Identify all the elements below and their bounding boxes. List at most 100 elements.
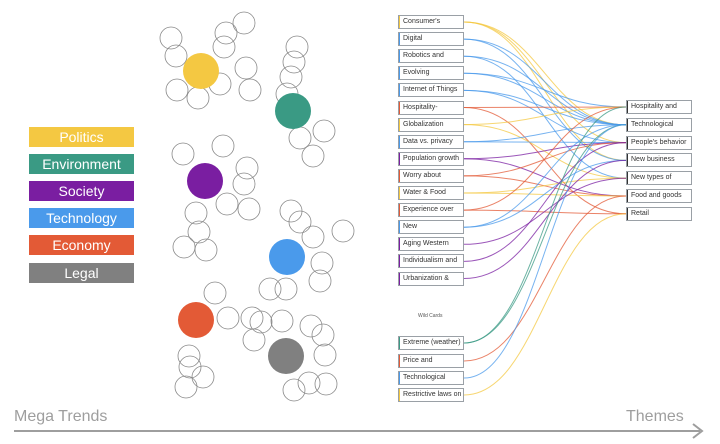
category-circle — [187, 163, 223, 199]
link-line — [463, 158, 627, 197]
category-circle — [269, 239, 305, 275]
trend-circle — [234, 56, 258, 80]
link-line — [463, 38, 627, 161]
trend-box[interactable]: Evolving — [398, 66, 464, 81]
trend-box[interactable]: Experience over — [398, 203, 464, 218]
trend-circle — [187, 220, 211, 244]
link-line — [463, 177, 627, 194]
category-circle — [183, 53, 219, 89]
link-line — [463, 177, 627, 245]
theme-box[interactable]: Retail — [626, 206, 692, 221]
trend-circle — [211, 134, 235, 158]
link-line — [463, 106, 627, 344]
trend-circle — [232, 11, 256, 35]
link-line — [463, 124, 627, 143]
trend-circle — [288, 126, 312, 150]
link-line — [463, 38, 627, 126]
trend-circle — [191, 365, 215, 389]
trend-circle — [299, 314, 323, 338]
legend-legal: Legal — [29, 263, 134, 283]
trend-circle — [282, 50, 306, 74]
link-line — [463, 106, 627, 126]
trend-circle — [240, 306, 264, 330]
link-line — [463, 213, 627, 396]
trend-circle — [242, 328, 266, 352]
category-circle — [268, 338, 304, 374]
category-circle — [178, 302, 214, 338]
trend-circle — [212, 35, 236, 59]
trend-box[interactable]: New — [398, 220, 464, 235]
trend-box[interactable]: Aging Western — [398, 237, 464, 252]
trend-circle — [279, 199, 303, 223]
trend-circle — [164, 44, 188, 68]
cluster-politics — [159, 11, 262, 110]
wild-card-box[interactable]: Extreme (weather) — [398, 336, 464, 350]
trend-box[interactable]: Worry about — [398, 168, 464, 183]
trend-circle — [184, 201, 208, 225]
legend-society: Society — [29, 181, 134, 201]
trend-circle — [270, 309, 294, 333]
theme-box[interactable]: Hospitality and — [626, 100, 692, 114]
trend-circle — [203, 281, 227, 305]
trend-box[interactable]: Hospitality- — [398, 100, 464, 115]
link-line — [463, 141, 627, 144]
trend-box[interactable]: Digital — [398, 32, 464, 47]
link-line — [463, 72, 627, 126]
trend-box[interactable]: Data vs. privacy — [398, 134, 464, 149]
theme-box[interactable]: Technological — [626, 117, 692, 132]
theme-box[interactable]: New types of — [626, 171, 692, 186]
theme-box[interactable]: New business — [626, 153, 692, 168]
link-line — [463, 106, 627, 211]
trend-box[interactable]: Urbanization & — [398, 271, 464, 286]
axis-arrow — [14, 423, 704, 439]
trend-circle — [297, 371, 321, 395]
trend-circle — [178, 355, 202, 379]
trend-circle — [258, 277, 282, 301]
theme-box[interactable]: Food and goods — [626, 189, 692, 203]
trend-box[interactable]: Globalization — [398, 117, 464, 132]
trend-box[interactable]: Robotics and — [398, 49, 464, 64]
links-layer — [463, 21, 627, 396]
wild-card-box[interactable]: Price and — [398, 354, 464, 368]
link-line — [463, 124, 627, 344]
link-line — [463, 107, 627, 215]
trend-circle — [238, 78, 262, 102]
trend-circle — [215, 192, 239, 216]
trend-circle — [172, 235, 196, 259]
trend-circle — [274, 277, 298, 301]
cluster-environment — [275, 35, 336, 168]
legend-technology: Technology — [29, 208, 134, 228]
trend-circle — [171, 142, 195, 166]
link-line — [463, 72, 627, 108]
wild-card-box[interactable]: Restrictive laws on — [398, 388, 464, 402]
legend-environment: Environment — [29, 154, 134, 174]
trend-box[interactable]: Internet of Things — [398, 83, 464, 98]
trend-circle — [159, 26, 183, 50]
trend-circle — [214, 21, 238, 45]
trend-circle — [235, 156, 259, 180]
link-line — [463, 159, 627, 228]
link-line — [463, 89, 627, 144]
trend-box[interactable]: Water & Food — [398, 186, 464, 200]
trend-circle — [165, 78, 189, 102]
trend-box[interactable]: Population growth — [398, 151, 464, 166]
cluster-economy — [174, 281, 266, 399]
trend-circle — [282, 378, 306, 402]
theme-box[interactable]: People's behavior — [626, 135, 692, 150]
wild-card-box[interactable]: Technological — [398, 371, 464, 385]
trend-circle — [312, 119, 336, 143]
mega-trends-label: Mega Trends — [14, 408, 108, 425]
trend-circle — [301, 225, 325, 249]
trend-circle — [301, 144, 325, 168]
link-line — [463, 21, 627, 161]
link-line — [463, 55, 627, 179]
trend-circle — [279, 65, 303, 89]
trend-box[interactable]: Individualism and — [398, 254, 464, 269]
trend-circle — [331, 219, 355, 243]
link-line — [463, 142, 627, 160]
link-line — [463, 192, 627, 197]
cluster-technology — [258, 199, 355, 301]
trend-box[interactable]: Consumer's — [398, 15, 464, 29]
trend-circle — [232, 172, 256, 196]
